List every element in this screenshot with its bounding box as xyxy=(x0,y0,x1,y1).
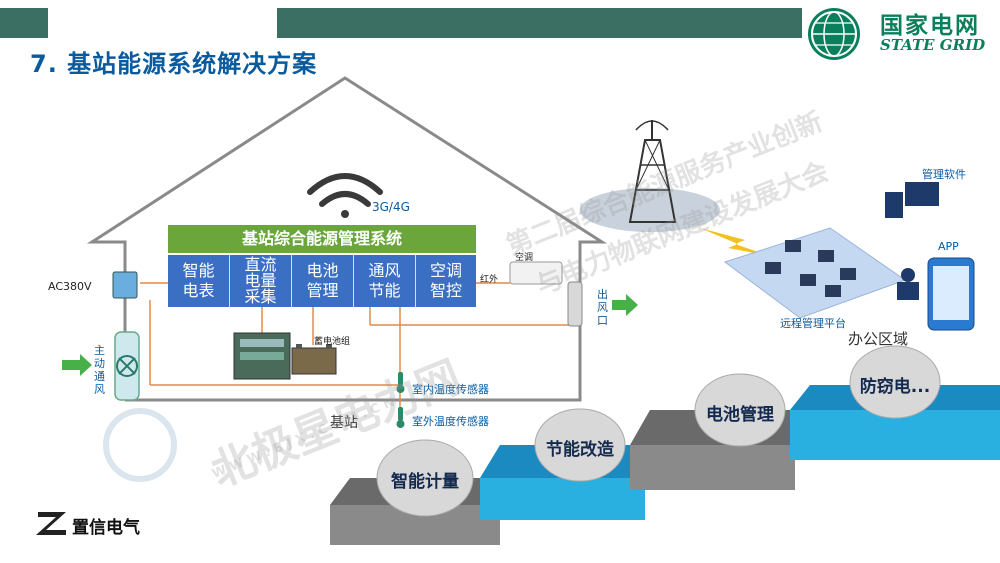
outlet-arrow-icon xyxy=(612,294,638,316)
fan-icon xyxy=(114,331,140,401)
module-dc-collection: 直流电量采集 xyxy=(230,255,292,307)
module-aircon-control: 空调智控 xyxy=(416,255,476,307)
infrared-label: 红外 xyxy=(480,275,499,285)
module-line: 智控 xyxy=(429,281,462,300)
wifi-label: 3G/4G xyxy=(372,200,410,214)
module-ventilation: 通风节能 xyxy=(354,255,416,307)
module-line: 电量 xyxy=(244,271,277,290)
platform-icon xyxy=(723,227,907,319)
wifi-icon xyxy=(307,173,383,218)
module-line: 电表 xyxy=(182,281,215,300)
battery-label: 蓄电池组 xyxy=(314,337,351,347)
step-spheres xyxy=(376,345,941,517)
outlet-box xyxy=(567,281,583,327)
step-sphere-1 xyxy=(376,439,474,517)
system-title: 基站综合能源管理系统 xyxy=(168,225,476,253)
software-computer-icon xyxy=(885,182,939,218)
outlet-label: 出风口 xyxy=(597,288,608,327)
company-name: 置信电气 xyxy=(72,518,140,538)
state-grid-logo-icon xyxy=(808,8,860,60)
step-smart-metering: 智能计量 xyxy=(391,472,459,492)
module-smart-meter: 智能电表 xyxy=(168,255,230,307)
platform-label: 远程管理平台 xyxy=(780,317,846,330)
station-label: 基站 xyxy=(330,415,358,431)
meter-icon xyxy=(112,271,138,299)
aircon-label: 空调 xyxy=(515,253,534,263)
software-label: 管理软件 xyxy=(922,168,966,181)
top-bar-right xyxy=(277,8,802,38)
logo-en-text: STATE GRID xyxy=(880,36,986,54)
step-energy-saving: 节能改造 xyxy=(546,440,614,460)
module-battery-mgmt: 电池管理 xyxy=(292,255,354,307)
top-bar-left xyxy=(0,8,48,38)
watermark-logo-icon xyxy=(103,408,177,482)
office-label: 办公区域 xyxy=(848,330,909,348)
house-outline xyxy=(86,76,608,402)
step-sphere-4 xyxy=(849,345,941,419)
indoor-sensor-label: 室内温度传感器 xyxy=(412,383,489,396)
step-battery-mgmt: 电池管理 xyxy=(706,405,774,425)
signal-bolt-icon xyxy=(700,228,770,256)
step-sphere-3 xyxy=(694,373,786,447)
battery-icon xyxy=(291,347,337,375)
phone-icon xyxy=(927,257,975,331)
module-line: 管理 xyxy=(306,281,339,300)
module-line: 空调 xyxy=(429,261,462,280)
outdoor-thermometer-icon xyxy=(396,407,405,428)
logo-cn-text: 国家电网 xyxy=(880,13,980,39)
indoor-thermometer-icon xyxy=(396,372,405,393)
tower-icon xyxy=(580,120,720,232)
module-line: 智能 xyxy=(182,261,215,280)
module-line: 节能 xyxy=(368,281,401,300)
ac-label: AC380V xyxy=(48,280,92,293)
module-line: 通风 xyxy=(368,261,401,280)
step-anti-theft: 防窃电... xyxy=(859,377,931,397)
step-sphere-2 xyxy=(534,408,626,482)
inlet-label: 主动通风 xyxy=(94,344,105,396)
app-label: APP xyxy=(938,240,959,253)
page-title: 7. 基站能源系统解决方案 xyxy=(30,50,318,78)
aircon-icon xyxy=(509,261,563,285)
app-user-icon xyxy=(897,268,919,300)
module-line: 电池 xyxy=(306,261,339,280)
outdoor-sensor-label: 室外温度传感器 xyxy=(412,415,489,428)
company-logo-icon xyxy=(36,512,66,535)
inlet-arrow-icon xyxy=(62,354,92,376)
module-line: 直流 xyxy=(244,255,277,274)
module-line: 采集 xyxy=(244,287,277,306)
